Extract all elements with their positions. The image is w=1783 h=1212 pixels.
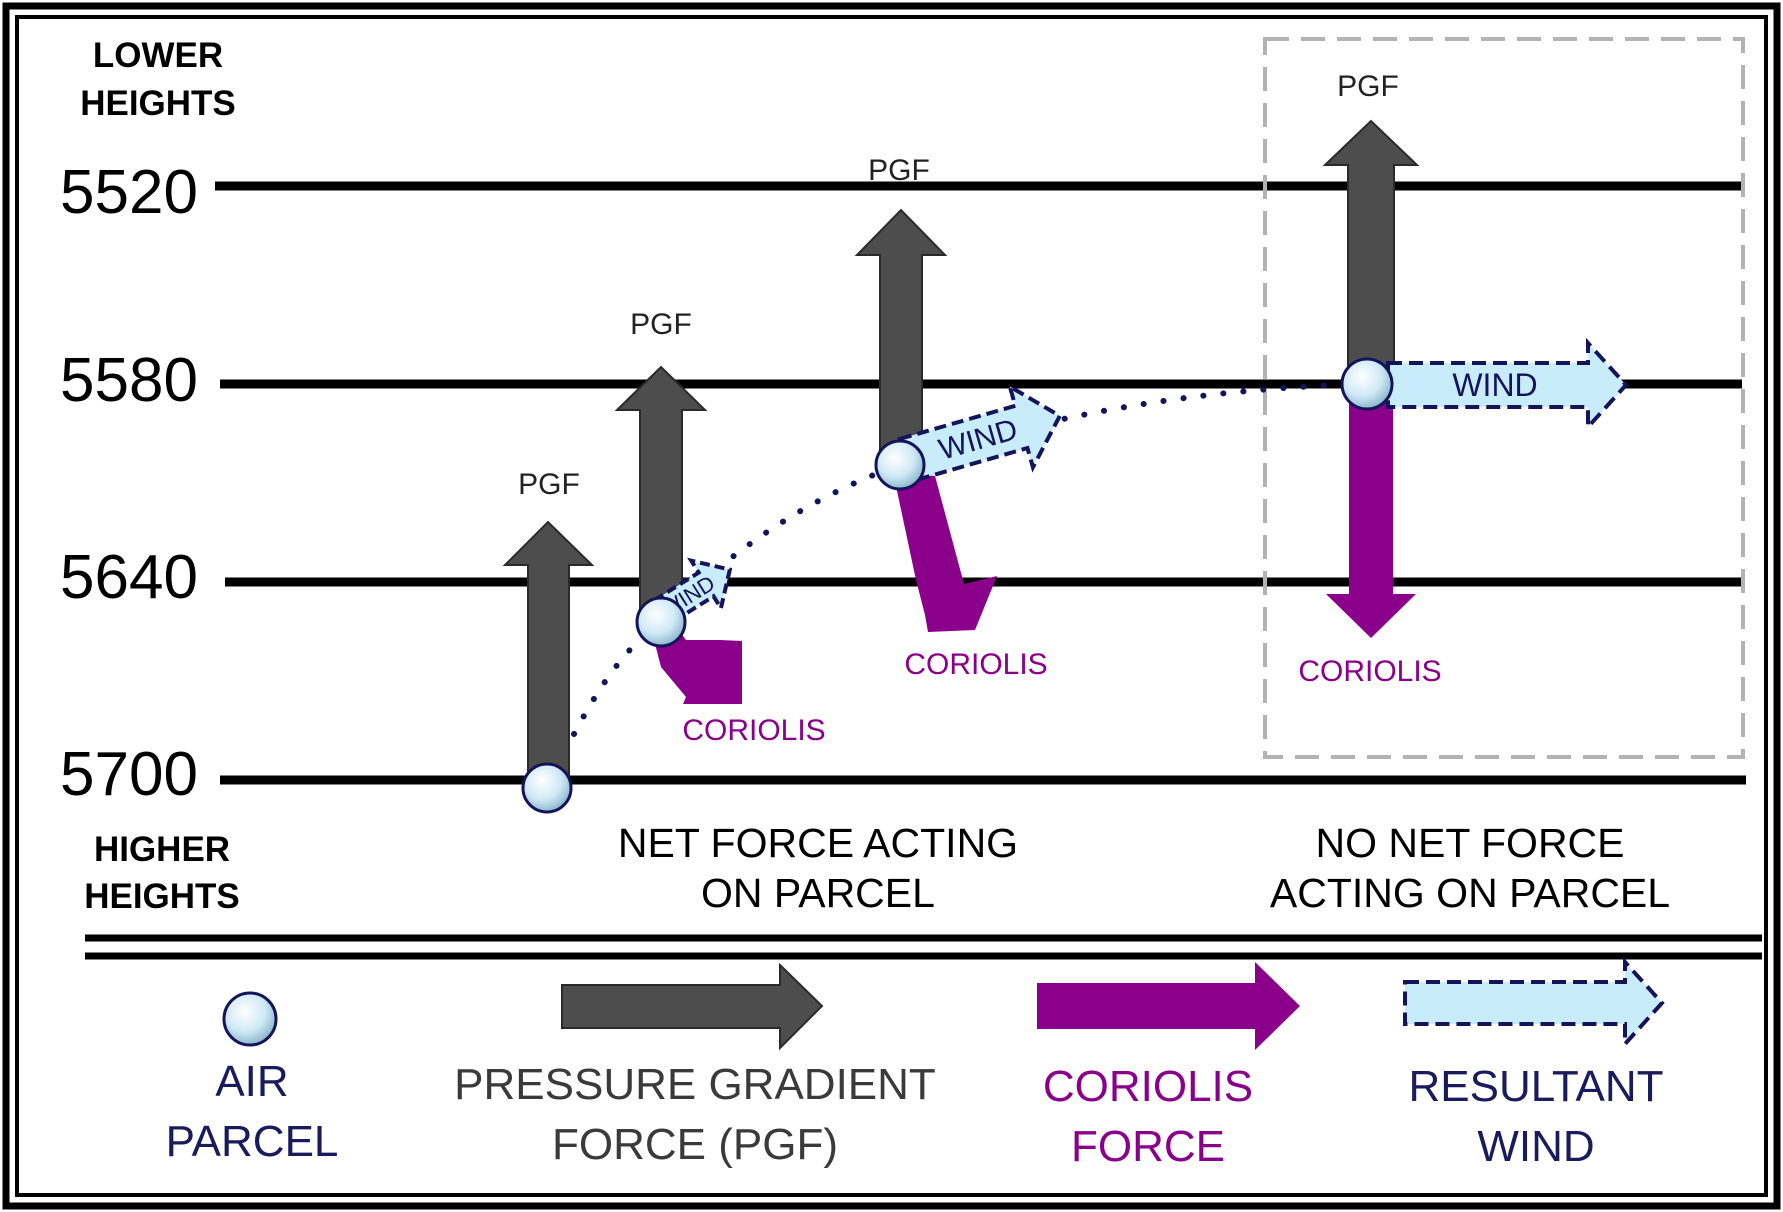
pgf-label-2: PGF: [630, 308, 692, 341]
legend-coriolis-line2: FORCE: [1071, 1122, 1225, 1171]
wind-arrow-4: WIND: [1386, 337, 1629, 433]
net-force-caption-line1: NET FORCE ACTING: [618, 820, 1018, 866]
wind-label-4: WIND: [1452, 367, 1537, 403]
legend-coriolis-line1: CORIOLIS: [1043, 1062, 1253, 1111]
coriolis-label-4: CORIOLIS: [1298, 655, 1441, 688]
pgf-label-1: PGF: [518, 468, 580, 501]
pgf-label-3: PGF: [868, 154, 930, 187]
pgf-arrow-4: [1322, 119, 1420, 379]
air-parcel-2: [635, 596, 687, 648]
coriolis-arrow-3: [893, 472, 997, 632]
contour-label-5520: 5520: [60, 158, 198, 227]
pgf-arrow-1: [502, 520, 595, 786]
higher-heights-line1: HIGHER: [94, 830, 230, 869]
pgf-label-4: PGF: [1337, 70, 1399, 103]
air-parcel-3: [874, 439, 926, 491]
no-net-force-caption-line1: NO NET FORCE: [1315, 820, 1624, 866]
contour-label-5640: 5640: [60, 543, 198, 612]
coriolis-label-2: CORIOLIS: [682, 714, 825, 747]
net-force-caption-line2: ON PARCEL: [701, 870, 935, 916]
legend-coriolis-arrow-icon: [1037, 962, 1300, 1050]
pgf-arrow-3: [854, 208, 948, 464]
lower-heights-line1: LOWER: [93, 36, 223, 75]
legend-air-parcel-line1: AIR: [215, 1057, 288, 1106]
legend-air-parcel-icon: [222, 991, 278, 1047]
lower-heights-line2: HEIGHTS: [80, 84, 236, 123]
higher-heights-line2: HEIGHTS: [84, 877, 240, 916]
legend: AIR PARCEL PRESSURE GRADIENT FORCE (PGF)…: [166, 956, 1665, 1171]
legend-pgf-arrow-icon: [561, 962, 824, 1051]
legend-wind-arrow-icon: [1403, 956, 1665, 1050]
contour-label-5580: 5580: [60, 346, 198, 415]
coriolis-label-3: CORIOLIS: [904, 648, 1047, 681]
air-parcel-1: [521, 762, 573, 814]
legend-air-parcel-line2: PARCEL: [166, 1117, 339, 1166]
equilibrium-box: [1263, 37, 1745, 759]
legend-wind-line1: RESULTANT: [1408, 1062, 1663, 1111]
legend-pgf-line2: FORCE (PGF): [552, 1120, 838, 1169]
legend-wind-line2: WIND: [1477, 1122, 1594, 1171]
contour-label-5700: 5700: [60, 740, 198, 809]
air-parcel-4: [1340, 357, 1394, 411]
legend-pgf-line1: PRESSURE GRADIENT: [454, 1060, 936, 1109]
inner-frame: [15, 15, 1768, 1197]
no-net-force-caption-line2: ACTING ON PARCEL: [1270, 870, 1670, 916]
coriolis-arrow-4: [1326, 392, 1416, 638]
